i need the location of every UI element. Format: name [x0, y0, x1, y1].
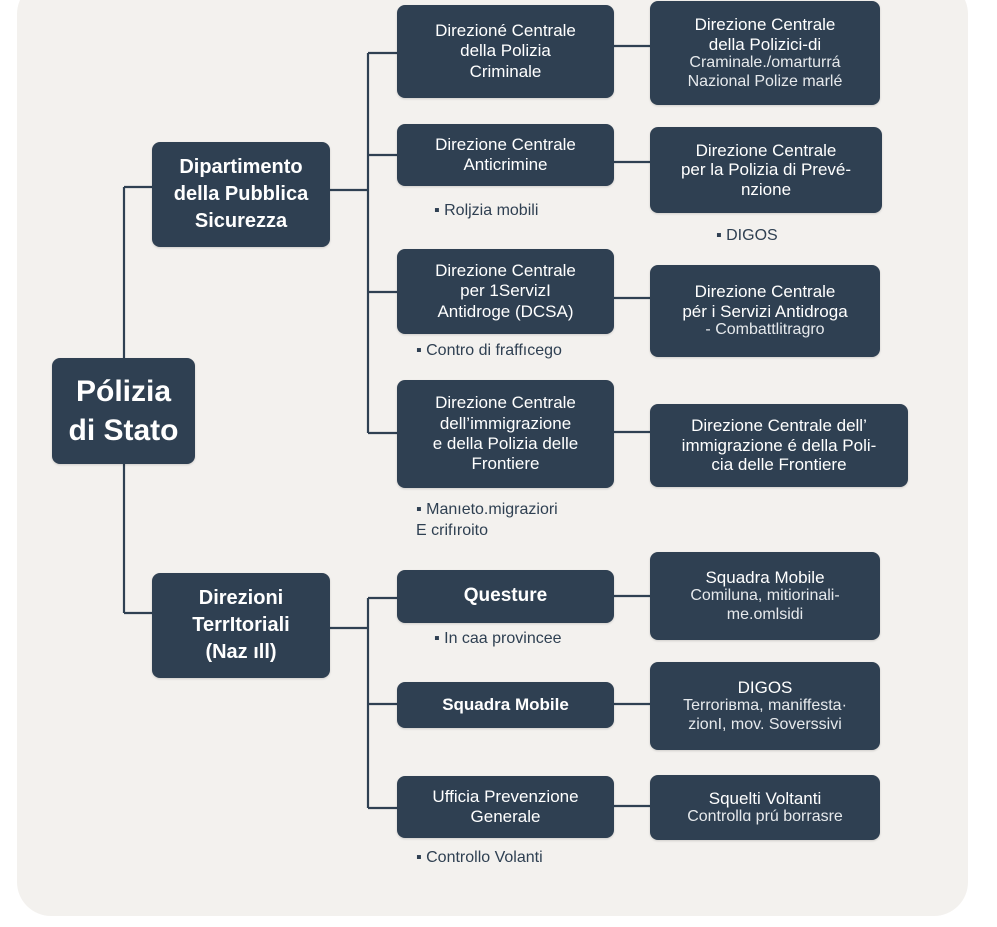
right-box-immigrazione: Direzione Centrale dell’ immigrazione é …	[650, 404, 908, 487]
right-box-sub: Comiluna, mitiorinali- me.omlsidi	[690, 587, 840, 623]
branch-label: Direzioni TerrItoriali (Naz ıll)	[192, 587, 290, 663]
right-box-squadra-mobile: Squadra Mobile Comiluna, mitiorinali- me…	[650, 552, 880, 640]
mid-box-label: Direzione Centrale per 1ServizI Antidrog…	[435, 260, 576, 321]
mid-box-label: Squadra Mobile	[442, 694, 569, 714]
mid-box-label: Direzione Centrale dell’immigrazione e d…	[432, 393, 579, 474]
right-box-title: Direzione Centrale dell’ immigrazione é …	[681, 416, 877, 475]
branch-label: Dipartimento della Pubblica Sicurezza	[173, 156, 309, 232]
mid-box-label: Direzioné Centrale della Polizia Crimina…	[435, 20, 576, 81]
right-box-title: DIGOS	[737, 677, 793, 697]
mid-box-label: Ufficia Prevenzione Generale	[432, 786, 579, 826]
right-box-sub: Controllɑ prú borrasre	[687, 808, 843, 826]
note-mid-3: ▪ Manıeto.migraziori E crifıroito	[416, 501, 558, 539]
mid-box-questure: Questure	[397, 570, 614, 623]
right-box-title: Direzione Centrale della Polizici-di	[694, 15, 836, 54]
branch-direzioni-territoriali: Direzioni TerrItoriali (Naz ıll)	[152, 573, 330, 678]
mid-box-label: Questure	[463, 585, 548, 607]
right-box-digos: DIGOS Terroriвma, maniffesta· zionI, mov…	[650, 662, 880, 750]
right-box-volanti: Squelti Voltanti Controllɑ prú borrasre	[650, 775, 880, 840]
note-right-1: ▪ DIGOS	[716, 227, 778, 244]
mid-box-immigrazione: Direzione Centrale dell’immigrazione e d…	[397, 380, 614, 488]
root-node: Pólizia di Stato	[52, 358, 195, 464]
mid-box-anticrimine: Direzione Centrale Anticrimine	[397, 124, 614, 186]
mid-box-antidroga: Direzione Centrale per 1ServizI Antidrog…	[397, 249, 614, 334]
right-box-sub: Craminale./omarturrá Nazional Polize mar…	[687, 54, 843, 90]
right-box-title: Squelti Voltanti	[708, 788, 822, 808]
right-box-prevenzione: Direzione Centrale per la Polizia di Pre…	[650, 127, 882, 213]
right-box-sub: Terroriвma, maniffesta· zionI, mov. Sove…	[683, 697, 847, 733]
note-mid-4: ▪ In caa provincee	[434, 630, 562, 647]
right-box-title: Squadra Mobile	[705, 567, 825, 587]
right-box-sub: - Combattlitragro	[705, 321, 825, 339]
mid-box-label: Direzione Centrale Anticrimine	[435, 134, 576, 174]
right-box-title: Direzione Centrale per la Polizia di Pre…	[680, 140, 852, 199]
note-mid-6: ▪ Controllo Volanti	[416, 849, 543, 866]
mid-box-squadra-mobile: Squadra Mobile	[397, 682, 614, 728]
right-box-criminale: Direzione Centrale della Polizici-di Cra…	[650, 1, 880, 105]
mid-box-criminale: Direzioné Centrale della Polizia Crimina…	[397, 5, 614, 98]
note-mid-2: ▪ Contro di fraffıcego	[416, 342, 562, 359]
mid-box-prevenzione: Ufficia Prevenzione Generale	[397, 776, 614, 838]
root-label: Pólizia di Stato	[68, 375, 179, 447]
right-box-title: Direzione Centrale pér i Servizi Antidro…	[682, 282, 848, 321]
branch-dipartimento: Dipartimento della Pubblica Sicurezza	[152, 142, 330, 247]
note-mid-1: ▪ Roljzia mobili	[434, 202, 539, 219]
right-box-antidroga: Direzione Centrale pér i Servizi Antidro…	[650, 265, 880, 357]
